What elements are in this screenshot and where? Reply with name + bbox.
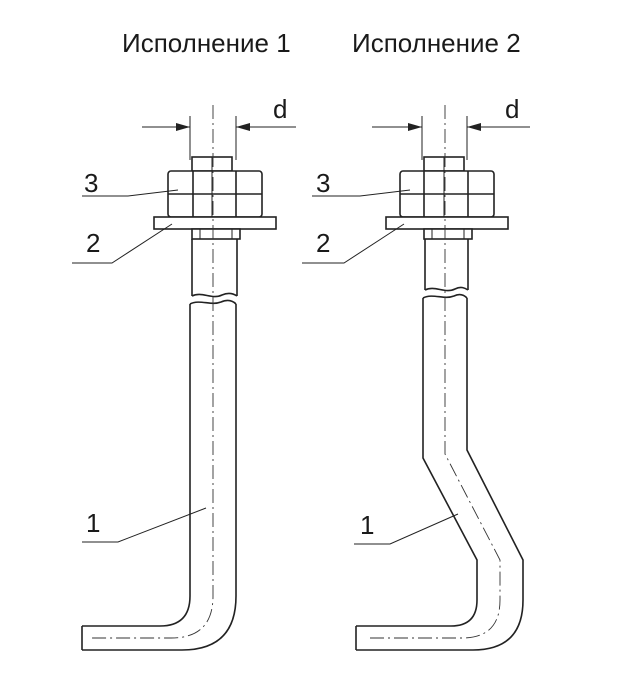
variant-2-thread-lower — [423, 228, 473, 240]
variant-2-washer — [385, 216, 509, 230]
variant-1-thread-lower — [191, 228, 241, 240]
variant-2-bolt: d 3 — [302, 94, 530, 651]
variant-1-callout-washer: 2 — [72, 223, 173, 264]
variant-1-callout-3: 3 — [84, 168, 98, 198]
variant-1-callout-bolt: 1 — [82, 507, 207, 543]
variant-2-callout-bolt: 1 — [354, 510, 459, 545]
variant-1-nut — [167, 170, 263, 218]
variant-1-callout-1: 1 — [86, 508, 100, 538]
variant-2-dimension-d: d — [372, 94, 530, 160]
variant-1-dimension-d: d — [142, 94, 296, 160]
variant-2-callout-washer: 2 — [302, 223, 405, 264]
variant-1-washer — [153, 216, 277, 230]
variant-2-callout-nut: 3 — [312, 168, 411, 198]
variant-1-d-label: d — [273, 94, 287, 124]
variant-2-callout-1: 1 — [360, 510, 374, 540]
variant-2-title: Исполнение 2 — [352, 28, 521, 58]
variant-1-title: Исполнение 1 — [122, 28, 291, 58]
variant-2-d-label: d — [505, 94, 519, 124]
variant-2-nut — [399, 170, 495, 218]
variant-2-callout-2: 2 — [316, 228, 330, 258]
variant-1-bolt: d 3 — [72, 94, 296, 651]
variant-1-callout-nut: 3 — [82, 168, 179, 198]
variant-2-callout-3: 3 — [316, 168, 330, 198]
variant-1-callout-2: 2 — [86, 228, 100, 258]
